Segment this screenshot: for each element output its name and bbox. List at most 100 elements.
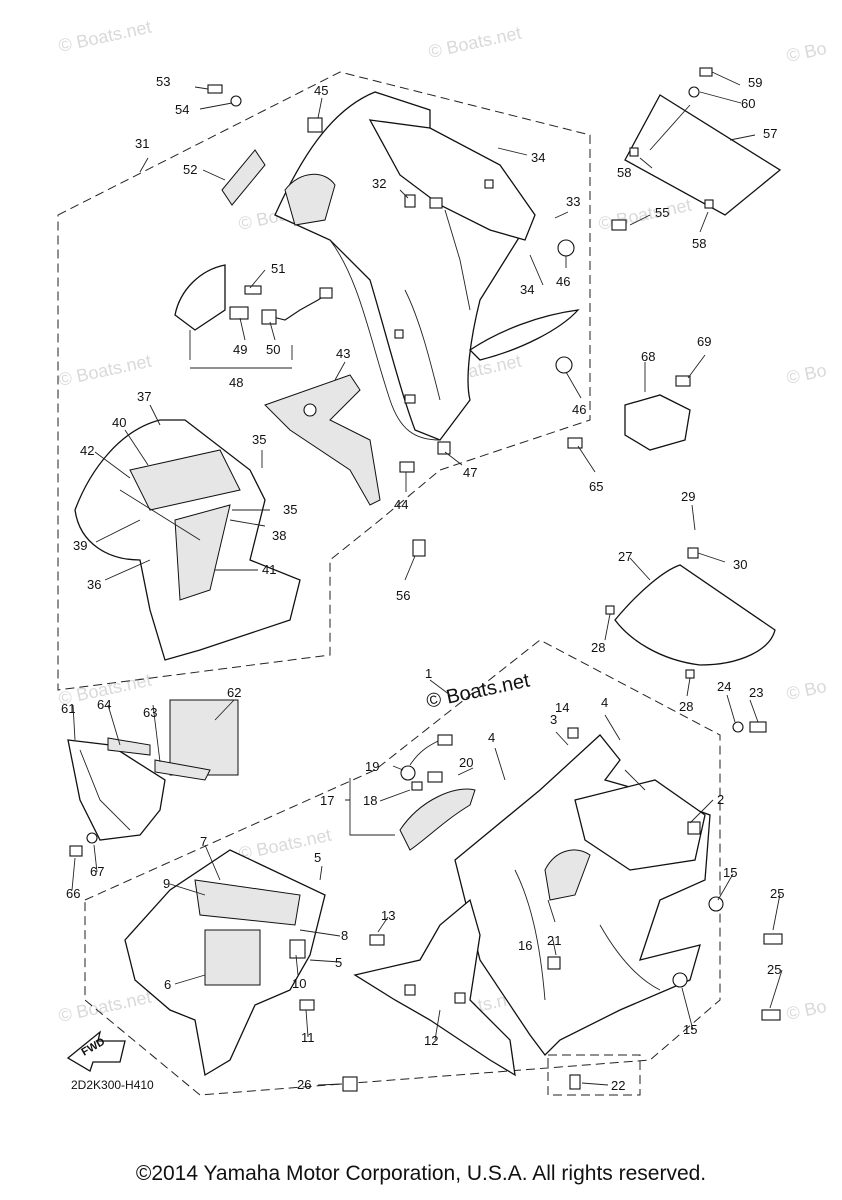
callout-24: 24 (717, 679, 731, 694)
callout-11: 11 (301, 1030, 315, 1045)
callout-15: 15 (723, 865, 737, 880)
callout-42: 42 (80, 443, 94, 458)
callout-35: 35 (283, 502, 297, 517)
callout-20: 20 (459, 755, 473, 770)
callout-16: 16 (518, 938, 532, 953)
part-22-screw (569, 1074, 581, 1090)
callout-34: 34 (520, 282, 534, 297)
callout-35: 35 (252, 432, 266, 447)
copyright-notice: ©2014 Yamaha Motor Corporation, U.S.A. A… (135, 1162, 707, 1185)
callout-54: 54 (175, 102, 189, 117)
callout-50: 50 (266, 342, 280, 357)
part-46-grommet (555, 356, 573, 374)
callout-39: 39 (73, 538, 87, 553)
part-65-screw (567, 437, 583, 449)
callout-9: 9 (163, 876, 170, 891)
callout-40: 40 (112, 415, 126, 430)
callout-62: 62 (227, 685, 241, 700)
callout-18: 18 (363, 793, 377, 808)
callout-58: 58 (617, 165, 631, 180)
callout-31: 31 (135, 136, 149, 151)
callout-22: 22 (611, 1078, 625, 1093)
callout-28: 28 (591, 640, 605, 655)
callout-15: 15 (683, 1022, 697, 1037)
callout-19: 19 (365, 759, 379, 774)
part-54-washer (230, 95, 242, 107)
part-25-bolt (761, 1009, 781, 1021)
callout-7: 7 (200, 834, 207, 849)
callout-4: 4 (601, 695, 608, 710)
callout-14: 14 (555, 700, 569, 715)
callout-23: 23 (749, 685, 763, 700)
watermark: © Bo (785, 360, 829, 388)
watermark: © Boats.net (57, 987, 153, 1026)
part-44-screw (399, 461, 415, 473)
upper-cowling-boundary (57, 71, 591, 691)
callout-37: 37 (137, 389, 151, 404)
callout-32: 32 (372, 176, 386, 191)
part-61-side-cover (67, 699, 239, 841)
assembly-boundaries (57, 71, 721, 1096)
callout-46: 46 (556, 274, 570, 289)
callout-57: 57 (763, 126, 777, 141)
callout-64: 64 (97, 697, 111, 712)
watermark: © Boats.net (57, 351, 153, 390)
callout-30: 30 (733, 557, 747, 572)
part-17-lamp-assembly (399, 734, 476, 851)
callout-53: 53 (156, 74, 170, 89)
part-25-bolt (763, 933, 783, 945)
callout-6: 6 (164, 977, 171, 992)
callout-26: 26 (297, 1077, 311, 1092)
callout-3: 3 (550, 712, 557, 727)
part-24-washer (732, 721, 744, 733)
callout-27: 27 (618, 549, 632, 564)
boundary-22 (547, 1054, 641, 1096)
part-27-cover (614, 564, 776, 666)
callout-4: 4 (488, 730, 495, 745)
callout-61: 61 (61, 701, 75, 716)
callout-49: 49 (233, 342, 247, 357)
part-15-grommet (708, 896, 724, 912)
lower-cowling-boundary (84, 639, 721, 1096)
callout-48: 48 (229, 375, 243, 390)
callout-labels: 1 2 3 4 4 5 5 6 7 8 9 10 11 12 13 14 15 … (61, 74, 784, 1093)
part-48-flasher-assembly (174, 264, 333, 331)
callout-52: 52 (183, 162, 197, 177)
part-15-grommet (672, 972, 688, 988)
callout-33: 33 (566, 194, 580, 209)
callout-1: 1 (425, 666, 432, 681)
callout-44: 44 (394, 497, 408, 512)
lower-cowling (454, 727, 711, 1056)
part-57-windshield (624, 67, 782, 216)
callout-41: 41 (262, 562, 276, 577)
watermark: © Bo (785, 676, 829, 704)
callout-34: 34 (531, 150, 545, 165)
callout-12: 12 (424, 1033, 438, 1048)
callout-2: 2 (717, 792, 724, 807)
callout-29: 29 (681, 489, 695, 504)
callout-66: 66 (66, 886, 80, 901)
callout-55: 55 (655, 205, 669, 220)
callout-63: 63 (143, 705, 157, 720)
callout-47: 47 (463, 465, 477, 480)
callout-43: 43 (336, 346, 350, 361)
diagram-code: 2D2K300-H410 (71, 1078, 154, 1092)
part-20-screw (427, 771, 443, 783)
upper-cowling (274, 91, 580, 441)
part-55-screw (611, 219, 627, 231)
callout-65: 65 (589, 479, 603, 494)
part-66-screw (69, 845, 83, 857)
callout-60: 60 (741, 96, 755, 111)
part-23-bolt (749, 721, 767, 733)
callout-25: 25 (770, 886, 784, 901)
watermark: © Boats.net (597, 195, 693, 234)
part-69-bolt (675, 375, 691, 387)
callout-38: 38 (272, 528, 286, 543)
callout-8: 8 (341, 928, 348, 943)
callout-68: 68 (641, 349, 655, 364)
part-56-fastener (412, 539, 426, 557)
callout-67: 67 (90, 864, 104, 879)
callout-13: 13 (381, 908, 395, 923)
part-6-lower-inner-panel (124, 849, 326, 1077)
callout-36: 36 (87, 577, 101, 592)
